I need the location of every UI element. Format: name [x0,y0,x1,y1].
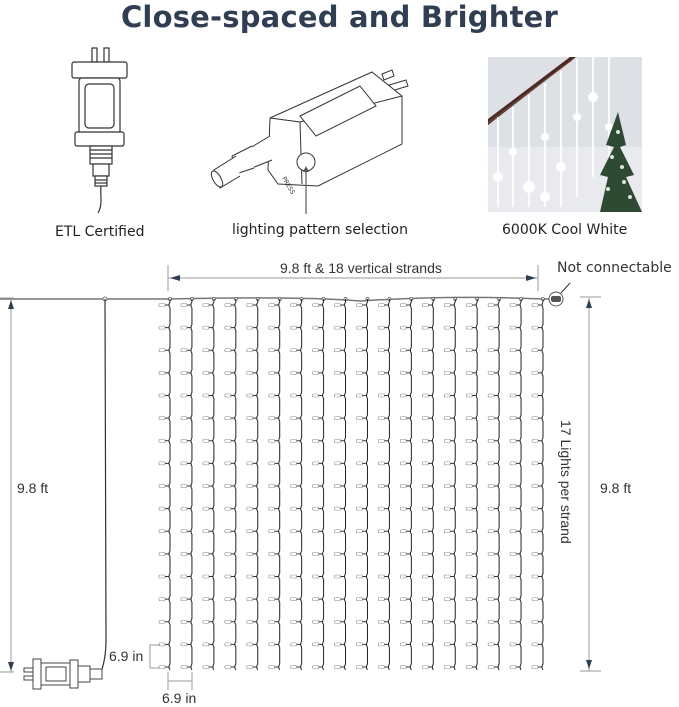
page-title: Close-spaced and Brighter [120,0,559,34]
width-dimension-label: 9.8 ft & 18 vertical strands [280,260,442,276]
lights-per-strand-label: 17 Lights per strand [558,420,574,544]
feature-caption-color: 6000K Cool White [502,222,628,238]
right-height-label: 9.8 ft [600,480,632,496]
feature-caption-etl: ETL Certified [55,224,145,240]
horizontal-spacing-label: 6.9 in [162,690,197,706]
cool-white-photo [488,57,642,212]
left-height-label: 9.8 ft [17,480,49,496]
vertical-spacing-label: 6.9 in [109,648,144,664]
feature-caption-pattern: lighting pattern selection [232,222,408,238]
end-cap-label: Not connectable [557,260,672,276]
